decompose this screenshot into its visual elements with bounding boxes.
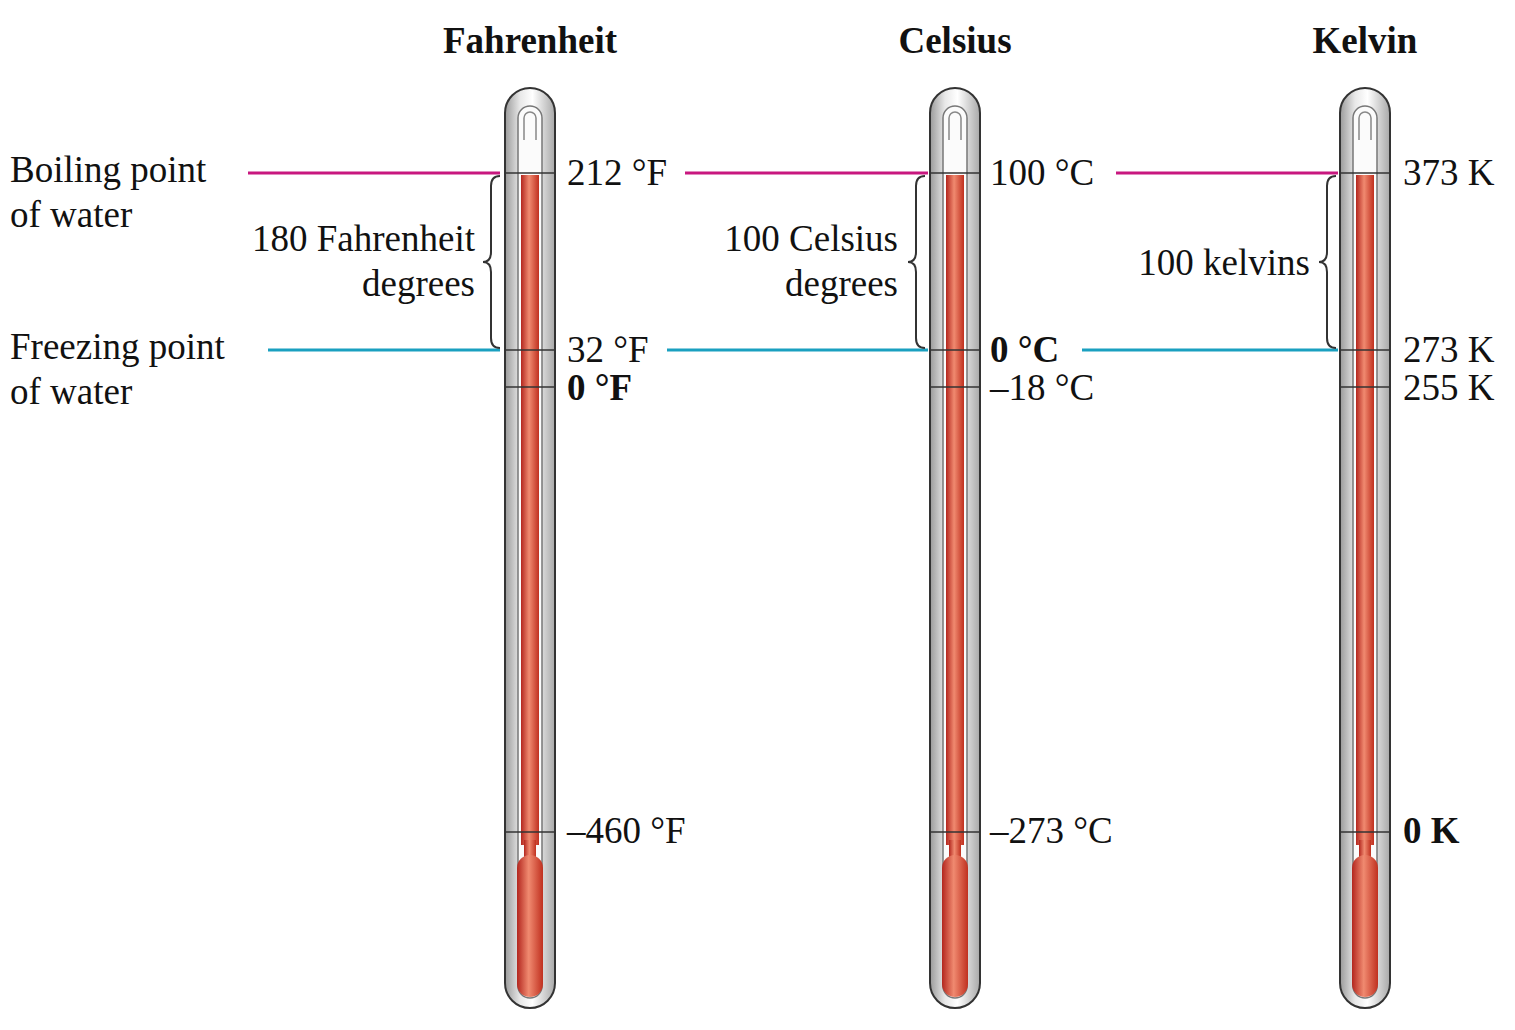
kelvin-thermometer xyxy=(1340,88,1390,1008)
interval-label: 100 kelvins xyxy=(1136,244,1312,281)
tick-label: 273 K xyxy=(1401,331,1496,368)
interval-label: 100 Celsius degrees xyxy=(686,216,900,306)
tick-label: –460 °F xyxy=(565,812,688,849)
tick-label: 32 °F xyxy=(565,331,651,368)
tick-label: 0 °F xyxy=(565,369,634,406)
boiling-line xyxy=(248,172,500,175)
range-brace xyxy=(483,176,500,348)
celsius-thermometer xyxy=(930,88,980,1008)
freezing-line xyxy=(268,349,500,352)
scale-heading: Kelvin xyxy=(1311,22,1420,59)
fahrenheit-thermometer xyxy=(505,88,555,1008)
tick-label: 212 °F xyxy=(565,154,669,191)
reference-label: Freezing point of water xyxy=(8,324,247,414)
boiling-line xyxy=(1116,172,1338,175)
scale-heading: Fahrenheit xyxy=(441,22,619,59)
boiling-line xyxy=(685,172,928,175)
tick-label: 373 K xyxy=(1401,154,1496,191)
interval-label: 180 Fahrenheit degrees xyxy=(203,216,477,306)
freezing-line xyxy=(1082,349,1338,352)
tick-label: 0 °C xyxy=(988,331,1061,368)
range-brace xyxy=(908,176,925,348)
scale-heading: Celsius xyxy=(896,22,1013,59)
tick-label: 100 °C xyxy=(988,154,1096,191)
tick-label: –273 °C xyxy=(988,812,1115,849)
freezing-line xyxy=(667,349,928,352)
range-brace xyxy=(1319,176,1336,348)
tick-label: –18 °C xyxy=(988,369,1096,406)
tick-label: 0 K xyxy=(1401,812,1462,849)
tick-label: 255 K xyxy=(1401,369,1496,406)
